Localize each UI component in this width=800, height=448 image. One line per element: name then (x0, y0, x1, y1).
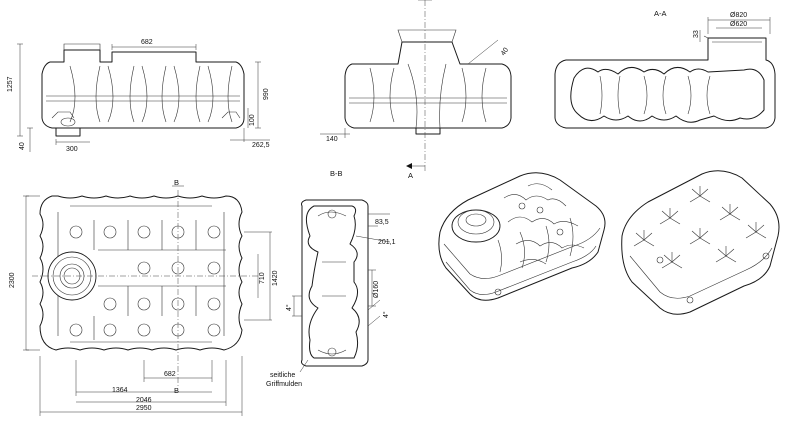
dim-dia-160: Ø160 (373, 281, 380, 298)
dim-990: 990 (263, 88, 270, 100)
section-aa-view: A-A Ø820 Ø620 33 (554, 9, 776, 129)
section-marker-b-bottom: B (174, 386, 179, 395)
dim-1257: 1257 (7, 76, 14, 92)
dim-4deg-left: 4° (285, 304, 293, 311)
dim-1364: 1364 (112, 387, 128, 394)
dim-2300: 2300 (9, 272, 16, 288)
note-line-2: Griffmulden (266, 381, 302, 388)
isometric-top-view (438, 172, 606, 301)
dim-140: 140 (326, 136, 338, 143)
dim-40: 40 (19, 142, 26, 150)
dim-710: 710 (259, 272, 266, 284)
dim-83-5: 83,5 (375, 219, 389, 226)
front-view: 682 1257 40 300 990 100 262,5 (7, 39, 270, 153)
dim-201-1: 201,1 (378, 239, 396, 246)
section-bb-view: 83,5 201,1 Ø160 4° 4° seitliche Griffmul… (266, 199, 396, 388)
section-label-aa: A-A (654, 9, 667, 18)
dim-angle-40: 40 (500, 47, 510, 57)
section-label-bb: B-B (330, 169, 343, 178)
dim-682: 682 (164, 371, 176, 378)
dim-262-5: 262,5 (252, 142, 270, 149)
dim-2950: 2950 (136, 405, 152, 412)
dim-2046: 2046 (136, 397, 152, 404)
section-marker-b-top: B (174, 178, 179, 187)
dim-33: 33 (693, 30, 700, 38)
note-line-1: seitliche (270, 372, 295, 379)
dim-682-top: 682 (141, 39, 153, 46)
dim-300: 300 (66, 146, 78, 153)
dim-dia-620: Ø620 (730, 21, 747, 28)
side-view: A 40 140 B-B (320, 0, 512, 180)
dim-4deg-right: 4° (382, 311, 390, 318)
isometric-bottom-view (621, 170, 780, 315)
dim-1420: 1420 (272, 270, 279, 286)
dim-dia-820: Ø820 (730, 12, 747, 19)
plan-view: B B 2300 710 1420 682 1364 2046 2950 (9, 178, 279, 416)
section-marker-a: A (408, 171, 413, 180)
dim-100: 100 (249, 114, 256, 126)
